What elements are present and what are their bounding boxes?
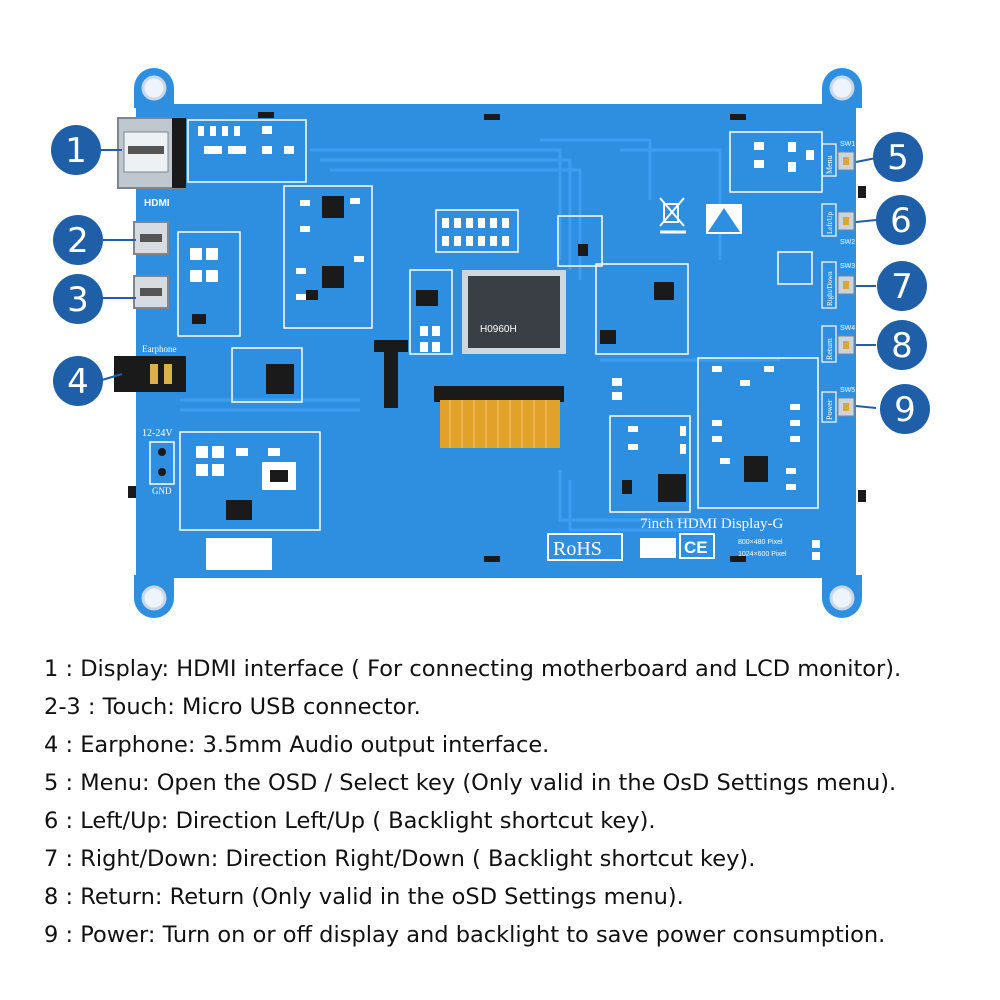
checkbox-mark — [812, 540, 820, 548]
hdmi-connector: HDMI — [117, 117, 186, 209]
pcb-board — [134, 68, 862, 618]
svg-text:RoHS: RoHS — [553, 538, 602, 560]
side-button — [837, 151, 855, 417]
ce-mark: CE — [679, 533, 715, 559]
svg-text:5: 5 — [887, 138, 909, 178]
legend-item: 7 : Right/Down: Direction Right/Down ( B… — [44, 846, 756, 872]
main-controller-ic: H0960H — [462, 270, 566, 354]
legend-item: 6 : Left/Up: Direction Left/Up ( Backlig… — [44, 808, 656, 834]
smd-components — [190, 126, 814, 490]
board-diagram: H0960H HDMI Earphone — [51, 68, 930, 618]
blank-label-area — [640, 538, 676, 558]
fpc-connector — [374, 340, 564, 448]
svg-text:3: 3 — [67, 280, 89, 320]
callout-3: 3 — [53, 274, 103, 324]
legend-item: 2-3 : Touch: Micro USB connector. — [44, 694, 421, 720]
model-name: 7inch HDMI Display-G — [640, 516, 783, 532]
rohs-mark: RoHS — [547, 533, 623, 561]
switch-ref-sw3: SW3 — [840, 263, 855, 270]
svg-text:7: 7 — [891, 267, 913, 307]
legend-list: 1 : Display: HDMI interface ( For connec… — [44, 650, 984, 954]
svg-text:8: 8 — [891, 326, 913, 366]
legend-item: 5 : Menu: Open the OSD / Select key (Onl… — [44, 770, 897, 796]
button-label-left-up: Left/Up — [826, 211, 834, 234]
esd-warning-icon — [706, 204, 742, 234]
power-input-terminal: 12-24V GND — [142, 428, 175, 496]
gnd-label: GND — [152, 486, 172, 496]
legend-item: 1 : Display: HDMI interface ( For connec… — [44, 656, 902, 682]
callout-6: 6 — [876, 195, 926, 245]
button-label-return: Return — [825, 338, 834, 360]
inductor — [262, 462, 296, 490]
callout-leader-lines — [98, 149, 877, 409]
legend-item: 4 : Earphone: 3.5mm Audio output interfa… — [44, 732, 550, 758]
button-label-right-down: Right/Down — [826, 271, 834, 306]
switch-ref-sw4: SW4 — [840, 325, 855, 332]
switch-ref-sw2: SW2 — [840, 239, 855, 246]
legend-item: 9 : Power: Turn on or off display and ba… — [44, 922, 886, 948]
callout-2: 2 — [53, 215, 103, 265]
callout-8: 8 — [877, 320, 927, 370]
ic-marking: H0960H — [480, 324, 517, 335]
switch-ref-sw1: SW1 — [840, 141, 855, 148]
callout-9: 9 — [880, 384, 930, 434]
resolution-label: 800×480 Pixel — [738, 539, 783, 546]
earphone-jack: Earphone — [114, 344, 186, 392]
earphone-label: Earphone — [142, 344, 176, 354]
switch-ref-sw5: SW5 — [840, 387, 855, 394]
callout-4: 4 — [53, 356, 103, 406]
mounting-hole — [141, 75, 855, 611]
power-input-label: 12-24V — [142, 428, 173, 439]
button-label-power: Power — [825, 399, 834, 420]
dark-components — [192, 196, 768, 520]
hdmi-label: HDMI — [144, 198, 170, 209]
legend-item: 8 : Return: Return (Only valid in the oS… — [44, 884, 684, 910]
checkbox-mark — [812, 552, 820, 560]
panel-clip — [128, 112, 866, 562]
weee-bin-icon — [659, 197, 686, 234]
button-label-menu: Menu — [825, 155, 834, 174]
callout-7: 7 — [877, 261, 927, 311]
svg-text:9: 9 — [894, 390, 916, 430]
svg-text:1: 1 — [65, 131, 87, 171]
svg-text:CE: CE — [684, 538, 708, 557]
pcb-traces — [180, 138, 780, 532]
svg-text:6: 6 — [890, 201, 912, 241]
resolution-label: 1024×600 Pixel — [738, 551, 787, 558]
svg-text:4: 4 — [67, 362, 89, 402]
micro-usb-connector — [133, 221, 169, 309]
blank-label-area — [206, 538, 272, 570]
callout-1: 1 — [51, 125, 101, 175]
callout-5: 5 — [873, 132, 923, 182]
svg-text:2: 2 — [67, 221, 89, 261]
button-label-boxes — [821, 143, 837, 423]
